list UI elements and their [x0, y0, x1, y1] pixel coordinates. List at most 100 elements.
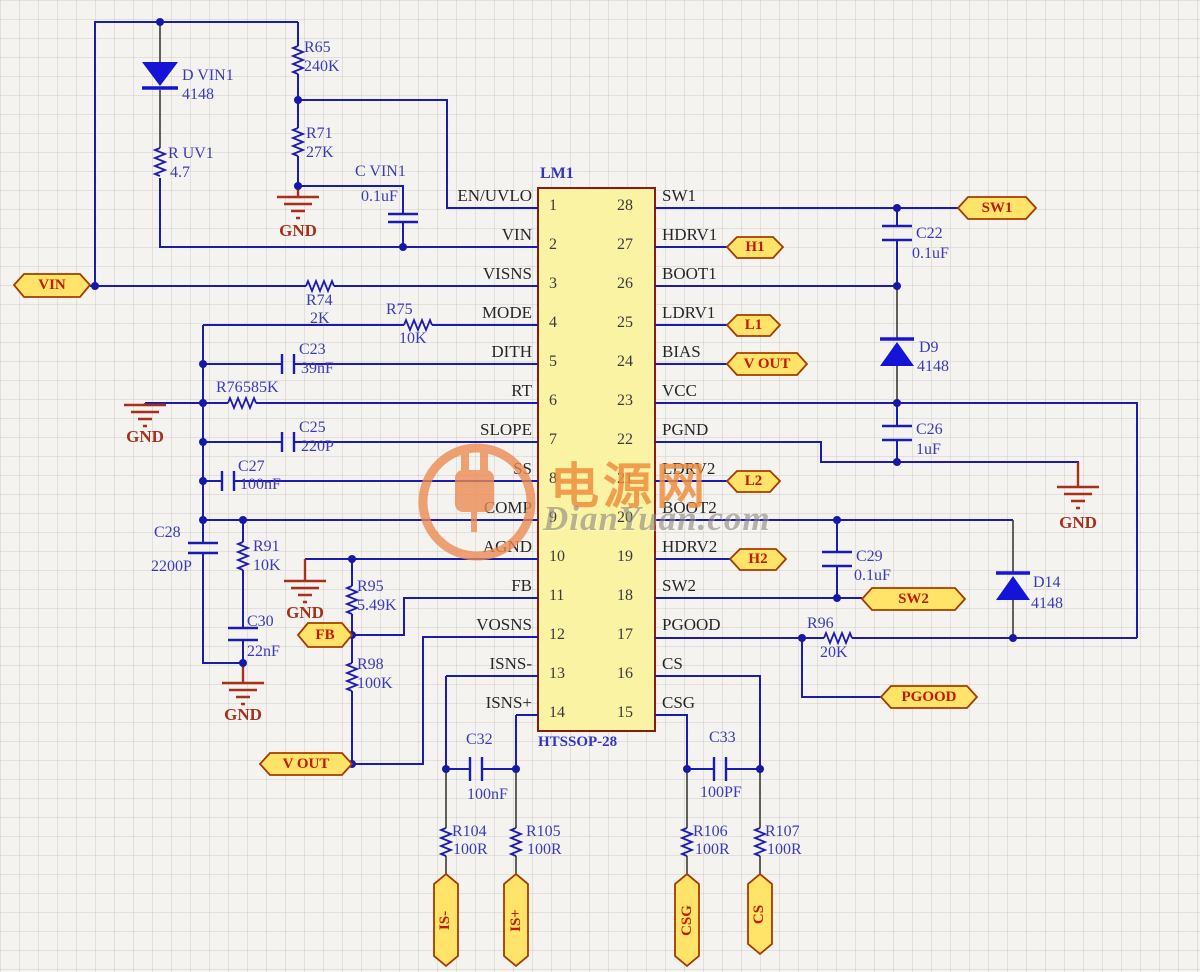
- diode-symbols: [142, 62, 1030, 600]
- pin-6-number: 6: [549, 392, 557, 409]
- ground-symbols: [124, 188, 1099, 706]
- component-C26-value: 1uF: [916, 441, 941, 458]
- component-R104-label: R104: [452, 823, 487, 840]
- net-port-h1: H1: [745, 239, 765, 255]
- pin-27-number: 27: [617, 236, 633, 253]
- pin-28-name: SW1: [662, 186, 696, 205]
- pin-1-name: EN/UVLO: [457, 186, 532, 205]
- capacitor-C33-icon: [712, 757, 728, 781]
- capacitor-CVIN1-icon: [388, 212, 418, 224]
- component-C32-value: 100nF: [467, 786, 508, 803]
- pin-11-number: 11: [549, 587, 565, 604]
- wire-layer: [90, 21, 1138, 770]
- pin-1-number: 1: [549, 197, 557, 214]
- capacitor-C28-icon: [188, 541, 218, 555]
- pin-22-name: PGND: [662, 420, 709, 439]
- pin-26-name: BOOT1: [662, 264, 717, 283]
- component-D9-value: 4148: [917, 358, 949, 375]
- pin-13-number: 13: [549, 665, 565, 682]
- pin-11-name: FB: [511, 576, 532, 595]
- capacitor-C23-icon: [280, 354, 296, 374]
- pin-14-name: ISNS+: [485, 693, 532, 712]
- pin-25-name: LDRV1: [662, 303, 716, 322]
- net-port-is-plus: IS+: [507, 908, 524, 932]
- pin-15-number: 15: [617, 704, 633, 721]
- pin-12-name: VOSNS: [476, 615, 532, 634]
- component-C33-value: 100PF: [700, 784, 742, 801]
- net-port-pgood: PGOOD: [901, 688, 957, 705]
- capacitor-symbols: [188, 212, 912, 781]
- net-port-vout-right: V OUT: [743, 355, 791, 372]
- component-RUV1-label: R UV1: [168, 145, 214, 162]
- component-R95-value: 5.49K: [357, 597, 397, 614]
- component-C29-label: C29: [856, 548, 883, 565]
- port-csg-shape: [674, 872, 700, 968]
- pin-27-name: HDRV1: [662, 225, 718, 244]
- component-C22-label: C22: [916, 225, 943, 242]
- gnd-label: GND: [126, 427, 164, 446]
- ground-icon: [124, 403, 166, 428]
- component-C27-value: 100nF: [240, 476, 281, 493]
- ground-icon: [1057, 462, 1099, 510]
- net-port-is-minus: IS-: [437, 910, 454, 930]
- component-C30-label: C30: [247, 613, 274, 630]
- pin-9-name: COMP: [483, 498, 532, 517]
- ground-icon: [222, 663, 264, 706]
- component-C28-label: C28: [154, 524, 181, 541]
- resistor-R106-icon: [679, 827, 695, 857]
- port-l1-shape: [725, 314, 782, 337]
- pin-13-name: ISNS-: [489, 654, 532, 673]
- resistor-R71-icon: [290, 127, 306, 157]
- pin-17-number: 17: [617, 626, 633, 643]
- port-h1-shape: [725, 236, 785, 259]
- pin-21-number: 21: [617, 470, 633, 487]
- component-C33-label: C33: [709, 729, 736, 746]
- component-R107-label: R107: [765, 823, 800, 840]
- net-port-fb: FB: [315, 626, 335, 643]
- component-R96-value: 20K: [820, 644, 848, 661]
- component-R105-value: 100R: [527, 841, 562, 858]
- resistor-R75-icon: [403, 317, 433, 333]
- pin-3-name: VISNS: [482, 264, 532, 283]
- port-sw2-shape: [860, 587, 967, 611]
- capacitor-C32-icon: [468, 757, 484, 781]
- component-C25-value: 220P: [301, 438, 334, 455]
- pin-17-name: PGOOD: [662, 615, 721, 634]
- port-is-minus-shape: [433, 872, 459, 968]
- component-C25-label: C25: [299, 419, 326, 436]
- component-R91-label: R91: [253, 538, 280, 555]
- gnd-label: GND: [279, 221, 317, 240]
- component-C32-label: C32: [466, 731, 493, 748]
- component-R91-value: 10K: [253, 557, 281, 574]
- component-R106-label: R106: [693, 823, 728, 840]
- component-C26-label: C26: [916, 421, 943, 438]
- pin-24-number: 24: [617, 353, 633, 370]
- component-R96-label: R96: [807, 615, 834, 632]
- capacitor-C27-icon: [220, 471, 236, 491]
- capacitor-C29-icon: [822, 550, 852, 568]
- resistor-symbols: [152, 45, 853, 857]
- gnd-label: GND: [286, 603, 324, 622]
- pin-4-name: MODE: [481, 303, 532, 322]
- component-R105-label: R105: [526, 823, 561, 840]
- resistor-R107-icon: [752, 827, 768, 857]
- net-port-h2: H2: [748, 551, 768, 567]
- pin-2-name: VIN: [501, 225, 532, 244]
- component-R107-value: 100R: [767, 841, 802, 858]
- pin-15-name: CSG: [662, 693, 696, 712]
- component-R74-label: R74: [306, 292, 333, 309]
- component-R106-value: 100R: [695, 841, 730, 858]
- resistor-R98-icon: [344, 662, 360, 692]
- pin-20-name: BOOT2: [662, 498, 717, 517]
- pin-14-number: 14: [549, 704, 565, 721]
- component-CVIN1-value: 0.1uF: [361, 188, 398, 205]
- pin-8-number: 8: [549, 470, 557, 487]
- component-R71-value: 27K: [306, 144, 334, 161]
- ground-icon: [277, 188, 319, 220]
- pin-12-number: 12: [549, 626, 565, 643]
- component-C23-value: 39nF: [301, 360, 334, 377]
- pin-24-name: BIAS: [662, 342, 701, 361]
- pin-4-number: 4: [549, 314, 557, 331]
- component-R76-value: 585K: [243, 379, 279, 396]
